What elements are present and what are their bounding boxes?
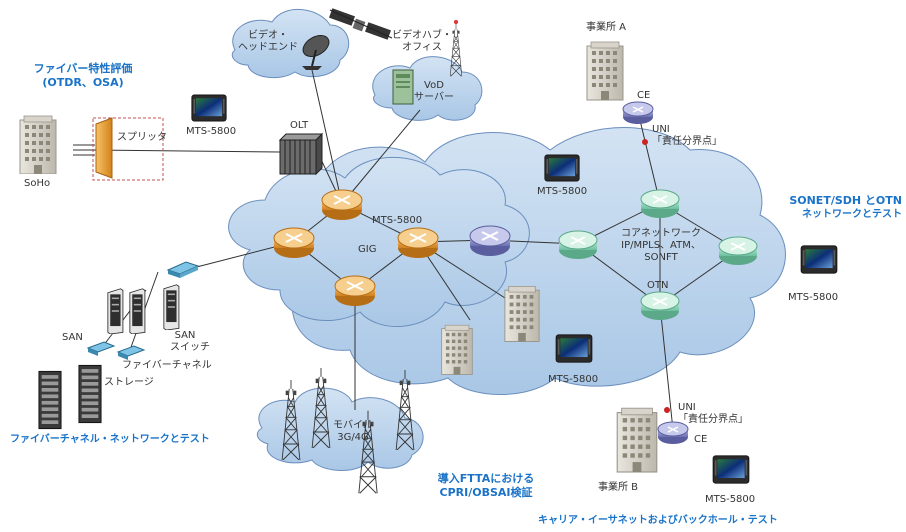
storage-icon xyxy=(38,364,102,430)
router-gig-bottom xyxy=(334,275,376,306)
fc-switch-2-icon xyxy=(116,345,146,360)
mts-right-label: MTS-5800 xyxy=(788,292,839,303)
olt-icon xyxy=(278,132,324,176)
olt-label: OLT xyxy=(290,120,309,131)
uni-a-marker xyxy=(642,139,648,145)
soho-building-icon xyxy=(19,115,57,174)
otn-label: OTN xyxy=(647,280,669,291)
building-core-2-icon xyxy=(504,285,540,342)
router-edge-purple xyxy=(469,225,511,256)
router-gig-top xyxy=(321,189,363,220)
splitter-frame xyxy=(92,117,164,181)
uni-b-label: UNI「責任分界点」 xyxy=(678,402,748,425)
satellite-icon xyxy=(329,8,393,40)
fiber-eval-title: ファイバー特性評価(OTDR、OSA) xyxy=(33,62,133,89)
router-core-left xyxy=(558,230,598,259)
building-core-1-icon xyxy=(441,324,473,375)
mts-5800-bottom-icon xyxy=(712,455,750,484)
splitter-label: スプリッタ xyxy=(117,132,167,143)
office-b-building-icon xyxy=(616,407,658,473)
splitter-icon xyxy=(95,117,113,179)
uni-b-marker xyxy=(664,407,670,413)
san-servers-icon xyxy=(107,284,180,334)
office-b-label: 事業所 B xyxy=(598,482,639,493)
mts-cloud-top-label: MTS-5800 xyxy=(537,186,588,197)
office-a-building-icon xyxy=(586,41,624,101)
uni-a-label: UNI「責任分界点」 xyxy=(652,124,722,147)
mts-5800-core-icon xyxy=(555,334,593,363)
san-switch-top-icon xyxy=(166,261,200,278)
vod-server-icon xyxy=(392,69,414,105)
link-ce-b xyxy=(659,304,674,431)
link-vod xyxy=(341,109,421,205)
mts-5800-fiber-icon xyxy=(191,94,227,122)
link-headend xyxy=(311,69,343,205)
office-a-label: 事業所 A xyxy=(586,22,627,33)
mts-core-label: MTS-5800 xyxy=(548,374,599,385)
storage-label: ストレージ xyxy=(104,377,154,388)
router-core-bottom xyxy=(640,291,680,320)
carrier-title: キャリア・イーサネットおよびバックホール・テスト xyxy=(538,515,778,526)
video-hub-label: ビデオハブ・オフィス xyxy=(392,30,452,53)
broadcast-tower-icon xyxy=(449,20,463,77)
fc-switch-1-icon xyxy=(86,341,116,356)
fc-test-title: ファイバーチャネル・ネットワークとテスト xyxy=(10,434,210,445)
link-soho-olt xyxy=(86,149,281,153)
mts-fiber-label: MTS-5800 xyxy=(186,126,237,137)
mts-bottom-label: MTS-5800 xyxy=(705,494,756,505)
router-core-right xyxy=(718,236,758,265)
router-core-top xyxy=(640,189,680,218)
mts-5800-right-icon xyxy=(800,245,838,274)
video-headend-label: ビデオ・ヘッドエンド xyxy=(238,30,298,53)
san-label: SAN xyxy=(62,332,83,343)
cloud-video-headend xyxy=(231,8,350,79)
router-ce-a xyxy=(622,101,654,124)
router-gig-left xyxy=(273,227,315,258)
ce-b-label: CE xyxy=(694,434,708,445)
satellite-dish-icon xyxy=(302,35,330,70)
fc-label: ファイバーチャネル xyxy=(122,360,212,371)
ce-a-label: CE xyxy=(637,90,651,101)
link-ce-a xyxy=(637,111,661,204)
mts-5800-cloud-top-icon xyxy=(544,154,580,182)
gig-label: GIG xyxy=(358,244,377,255)
soho-label: SoHo xyxy=(24,178,51,189)
router-ce-b xyxy=(657,421,689,444)
router-gig-right xyxy=(397,227,439,258)
mts-gig-label: MTS-5800 xyxy=(372,215,423,226)
